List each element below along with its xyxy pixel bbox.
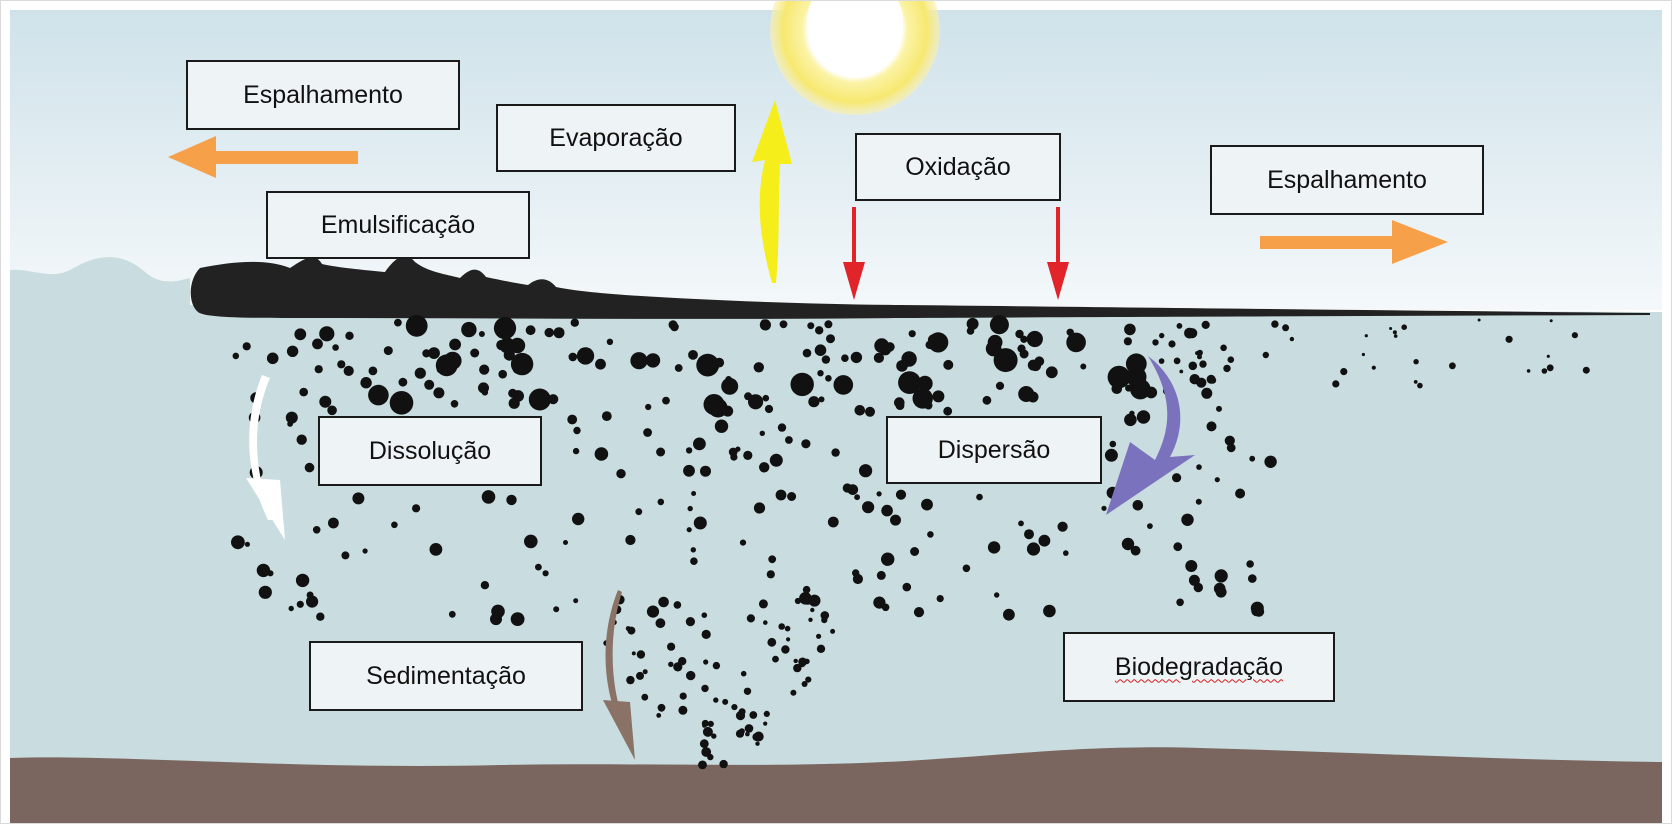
sea-water <box>10 257 1662 824</box>
dispersion-label: Dispersão <box>886 416 1102 484</box>
emulsification-label: Emulsificação <box>266 191 530 259</box>
oxidation-label: Oxidação <box>855 133 1061 201</box>
spreading-right-label: Espalhamento <box>1210 145 1484 215</box>
sedimentation-label: Sedimentação <box>309 641 583 711</box>
biodegradation-text: Biodegradação <box>1115 653 1283 682</box>
dissolution-label: Dissolução <box>318 416 542 486</box>
spreading-left-label: Espalhamento <box>186 60 460 130</box>
evaporation-label: Evaporação <box>496 104 736 172</box>
biodegradation-label: Biodegradação <box>1063 632 1335 702</box>
